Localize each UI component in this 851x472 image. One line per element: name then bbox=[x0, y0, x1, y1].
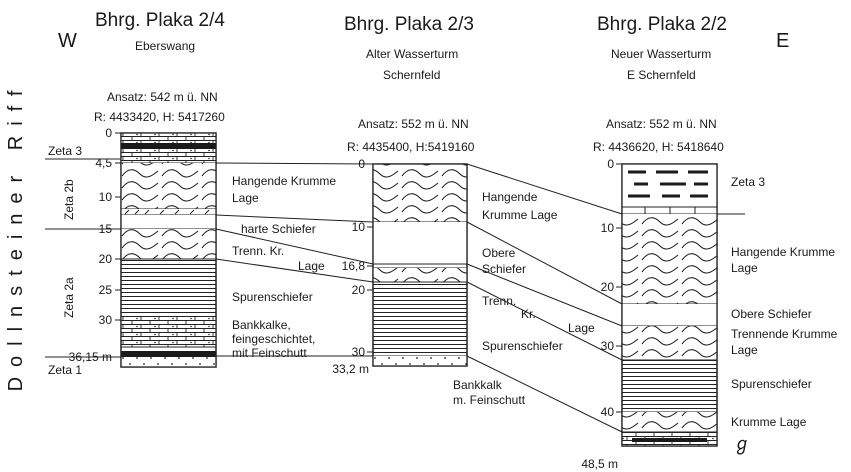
unit-trennende-krumme-lage bbox=[622, 326, 717, 360]
depth-tick: 30 bbox=[601, 339, 615, 353]
unit-label: Lage bbox=[731, 261, 758, 275]
borehole-coords: R: 4435400, H:5419160 bbox=[347, 140, 475, 154]
unit-label: Krumme Lage bbox=[731, 415, 807, 429]
ammonite-icon: ℊ bbox=[733, 434, 751, 455]
zeta-label: Zeta 2b bbox=[62, 179, 76, 220]
unit-label: Spurenschiefer bbox=[731, 377, 812, 391]
unit-hangende-krumme-lage bbox=[121, 163, 216, 209]
unit-label: Krumme Lage bbox=[482, 208, 558, 222]
side-label: Dollnsteiner Riff bbox=[5, 81, 27, 392]
unit-bankkalk bbox=[373, 356, 467, 366]
depth-tick: 0 bbox=[607, 157, 614, 171]
unit-label: Trenn. bbox=[482, 294, 516, 308]
unit-label: m. Feinschutt bbox=[453, 393, 526, 407]
unit-label: Spurenschiefer bbox=[232, 290, 313, 304]
depth-axis: 0 4,5 10 15 20 25 30 bbox=[95, 126, 121, 327]
unit-trenn-kr-lage bbox=[373, 268, 467, 282]
depth-tick: 30 bbox=[99, 313, 113, 327]
borehole-2-3: Bhrg. Plaka 2/3 Alter Wasserturm Schernf… bbox=[332, 14, 595, 407]
unit-krumme-lage bbox=[622, 412, 717, 432]
unit-label: Lage bbox=[568, 321, 595, 335]
unit-trenn-kr-lage bbox=[121, 229, 216, 259]
depth-tick: 40 bbox=[601, 405, 615, 419]
borehole-2-2: Bhrg. Plaka 2/2 Neuer Wasserturm E Scher… bbox=[581, 14, 837, 471]
unit-label: Bankkalke, bbox=[232, 318, 291, 332]
depth-tick: 20 bbox=[99, 252, 113, 266]
unit-spurenschiefer bbox=[373, 282, 467, 356]
borehole-location: Neuer Wasserturm bbox=[611, 47, 711, 61]
depth-tick: 0 bbox=[105, 126, 112, 140]
depth-tick: 10 bbox=[99, 190, 113, 204]
unit-label: Hangende bbox=[482, 190, 538, 204]
unit-label: Obere Schiefer bbox=[731, 307, 812, 321]
borehole-location: Schernfeld bbox=[383, 68, 440, 82]
depth-tick: 10 bbox=[601, 221, 615, 235]
borehole-2-4: Bhrg. Plaka 2/4 Eberswang Ansatz: 542 m … bbox=[45, 10, 336, 377]
borehole-coords: R: 4433420, H: 5417260 bbox=[94, 110, 225, 124]
zeta-label: Zeta 2a bbox=[62, 277, 76, 318]
unit-label: mit Feinschutt bbox=[232, 346, 307, 360]
borehole-ansatz: Ansatz: 542 m ü. NN bbox=[107, 90, 218, 104]
unit-label: Bankkalk bbox=[453, 378, 503, 392]
borehole-title: Bhrg. Plaka 2/4 bbox=[95, 10, 225, 31]
borehole-ansatz: Ansatz: 552 m ü. NN bbox=[358, 117, 469, 131]
depth-tick: 20 bbox=[601, 280, 615, 294]
west-label: W bbox=[58, 30, 77, 52]
unit-label: Lage bbox=[298, 259, 325, 273]
unit-hangende-krumme-lage bbox=[622, 214, 717, 304]
unit-label: Obere bbox=[482, 246, 516, 260]
depth-tick: 30 bbox=[352, 345, 366, 359]
unit-label: Kr. bbox=[521, 307, 536, 321]
zeta-label: Zeta 3 bbox=[48, 144, 82, 158]
unit-spurenschiefer bbox=[121, 259, 216, 317]
unit-label: Trenn. Kr. bbox=[232, 244, 284, 258]
unit-label: feingeschichtet, bbox=[232, 332, 315, 346]
depth-tick: 20 bbox=[352, 283, 366, 297]
unit-label: Lage bbox=[731, 343, 758, 357]
borehole-title: Bhrg. Plaka 2/2 bbox=[597, 14, 727, 35]
side-label-text: Dollnsteiner Riff bbox=[5, 81, 27, 392]
unit-label: harte Schiefer bbox=[241, 222, 316, 236]
unit-label: Lage bbox=[232, 191, 259, 205]
borehole-location: Eberswang bbox=[135, 39, 195, 53]
unit-spurenschiefer bbox=[622, 360, 717, 412]
unit-label: Trennende Krumme bbox=[731, 327, 838, 341]
bottom-depth-label: 48,5 m bbox=[581, 457, 618, 471]
east-label: E bbox=[776, 30, 789, 52]
zeta-label: Zeta 1 bbox=[48, 363, 82, 377]
unit-bankkalke bbox=[121, 317, 216, 347]
borehole-location: Alter Wasserturm bbox=[366, 47, 458, 61]
unit-label: Hangende Krumme bbox=[731, 245, 835, 259]
depth-tick: 4,5 bbox=[95, 156, 112, 170]
borehole-location: E Schernfeld bbox=[627, 68, 696, 82]
depth-tick: 10 bbox=[352, 220, 366, 234]
borehole-title: Bhrg. Plaka 2/3 bbox=[344, 14, 474, 35]
unit-label: Schiefer bbox=[482, 262, 526, 276]
unit-label: Zeta 3 bbox=[731, 175, 765, 189]
unit-label: Hangende Krumme bbox=[232, 174, 336, 188]
borehole-ansatz: Ansatz: 552 m ü. NN bbox=[606, 117, 717, 131]
depth-tick: 25 bbox=[99, 283, 113, 297]
borehole-coords: R: 4436620, H: 5418640 bbox=[593, 140, 724, 154]
bottom-depth-label: 33,2 m bbox=[332, 362, 369, 376]
unit-hangende-krumme-lage bbox=[373, 164, 467, 222]
unit-label: Spurenschiefer bbox=[482, 339, 563, 353]
